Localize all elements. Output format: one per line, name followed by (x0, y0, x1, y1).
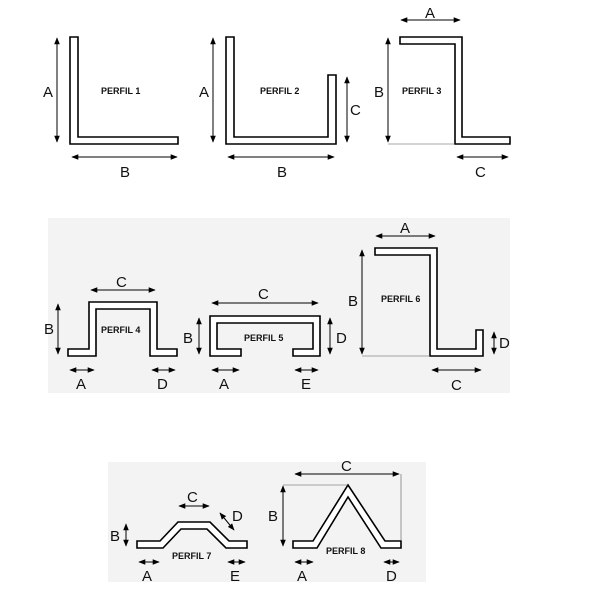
profile-7-dim-c: C (187, 489, 198, 506)
profile-2-shape (225, 36, 337, 145)
profile-2-dim-c: C (350, 102, 361, 119)
profile-4-title: PERFIL 4 (101, 325, 140, 335)
profile-7-dim-e: E (230, 568, 240, 585)
profile-2-dim-b: B (277, 164, 287, 181)
profile-3-title: PERFIL 3 (402, 86, 441, 96)
profile-5-dim-e: E (301, 376, 311, 393)
profile-5-shape (209, 315, 321, 357)
profile-3: A B C PERFIL 3 (374, 5, 511, 181)
profile-1-dim-a: A (43, 84, 53, 101)
profile-7-dim-d: D (232, 508, 243, 525)
profile-5-title: PERFIL 5 (244, 333, 283, 343)
profile-8-dim-d: D (386, 568, 397, 585)
profile-2-title: PERFIL 2 (260, 86, 299, 96)
profile-2: A B C PERFIL 2 (199, 36, 361, 181)
profile-6-dim-d: D (499, 335, 510, 352)
profile-8-title: PERFIL 8 (326, 546, 365, 556)
profile-7: C D B A E PERFIL 7 (110, 489, 248, 585)
profile-1-title: PERFIL 1 (101, 86, 140, 96)
profile-7-dim-a: A (142, 568, 152, 585)
profile-3-dim-c: C (475, 164, 486, 181)
profile-5-dim-d: D (336, 330, 347, 347)
profile-5-dim-a: A (219, 376, 229, 393)
profile-4-dim-c: C (116, 274, 127, 291)
profile-4-dim-a: A (76, 376, 86, 393)
profile-6-dim-c: C (451, 377, 462, 394)
profile-6-dim-b: B (348, 293, 358, 310)
profile-6-dim-a: A (400, 220, 410, 237)
profile-5-dim-c: C (258, 286, 269, 303)
profile-8-dim-c: C (341, 458, 352, 475)
profile-2-dim-a: A (199, 84, 209, 101)
profile-7-shape (136, 521, 248, 549)
profile-1: A B PERFIL 1 (43, 36, 179, 181)
profile-3-dim-b: B (374, 84, 384, 101)
row3-background (108, 462, 426, 582)
profile-8: C B A D PERFIL 8 (268, 458, 402, 585)
profile-3-dim-a: A (425, 5, 435, 22)
profile-3-shape (399, 36, 511, 145)
profile-6: A B C D PERFIL 6 (348, 220, 510, 394)
profile-5: C B D A E PERFIL 5 (183, 286, 347, 393)
profile-1-dim-b: B (120, 164, 130, 181)
profile-4-shape (67, 301, 178, 357)
profile-4: C B A D PERFIL 4 (44, 274, 178, 393)
profile-5-dim-b: B (183, 330, 193, 347)
profile-8-dim-a: A (297, 568, 307, 585)
profile-7-title: PERFIL 7 (172, 551, 211, 561)
profile-7-dim-b: B (110, 528, 120, 545)
profile-6-shape (374, 247, 484, 357)
profile-1-shape (69, 36, 179, 145)
profile-8-shape (292, 483, 402, 549)
profile-4-dim-b: B (44, 321, 54, 338)
profile-4-dim-d: D (157, 376, 168, 393)
profile-7-dim-d-line (219, 512, 235, 531)
profile-6-title: PERFIL 6 (381, 294, 420, 304)
profile-8-dim-b: B (268, 508, 278, 525)
